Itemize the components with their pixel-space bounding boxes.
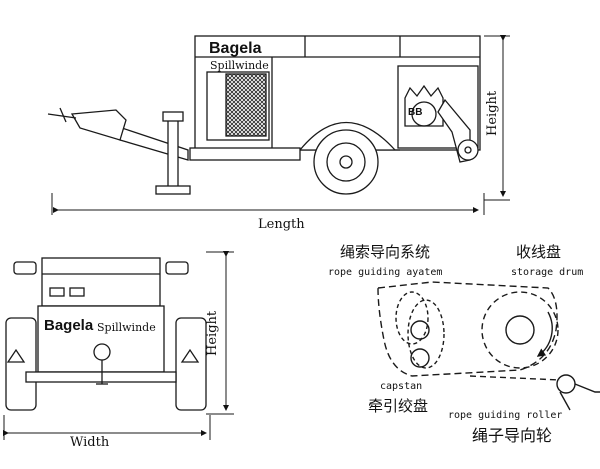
rope-guiding-roller-icon bbox=[469, 374, 600, 411]
side-logo-text: BB bbox=[408, 107, 423, 118]
rope-path bbox=[377, 281, 558, 377]
side-model-label: Spillwinde bbox=[210, 59, 269, 72]
rear-height-dimension-label: Height bbox=[205, 310, 220, 356]
rope-guiding-system-en-label: rope guiding ayatem bbox=[328, 267, 443, 278]
rear-left-wheel bbox=[5, 317, 37, 411]
side-wheel bbox=[313, 129, 379, 195]
trailer-rear-view bbox=[5, 257, 207, 411]
rope-schematic bbox=[377, 281, 600, 411]
capstan-cn-label: 牵引绞盘 bbox=[368, 398, 429, 415]
rope-guiding-roller-cn-label: 绳子导向轮 bbox=[472, 428, 553, 445]
width-dimension-label: Width bbox=[70, 435, 110, 450]
trailer-side-view bbox=[47, 35, 481, 195]
rear-main-body bbox=[37, 305, 165, 373]
storage-drum-en-label: storage drum bbox=[511, 267, 584, 278]
rear-top-box bbox=[41, 257, 161, 307]
rear-right-wheel bbox=[175, 317, 207, 411]
bb-logo-icon bbox=[404, 84, 444, 127]
storage-drum-icon bbox=[481, 291, 559, 369]
length-dimension-label: Length bbox=[258, 217, 305, 232]
rear-brand-label: Bagela bbox=[44, 317, 94, 334]
capstan-icon bbox=[395, 291, 445, 369]
rear-model-label: Spillwinde bbox=[97, 321, 156, 334]
rear-dimensions bbox=[3, 251, 234, 440]
rope-guiding-system-cn-label: 绳索导向系统 bbox=[340, 244, 431, 261]
side-ventilation-grille bbox=[225, 73, 267, 137]
side-brand-label: Bagela bbox=[209, 40, 262, 57]
storage-drum-cn-label: 收线盘 bbox=[516, 244, 562, 261]
capstan-en-label: capstan bbox=[380, 381, 423, 392]
side-dimensions bbox=[51, 35, 510, 215]
side-height-dimension-label: Height bbox=[485, 90, 500, 136]
rope-guiding-roller-en-label: rope guiding roller bbox=[448, 410, 563, 421]
